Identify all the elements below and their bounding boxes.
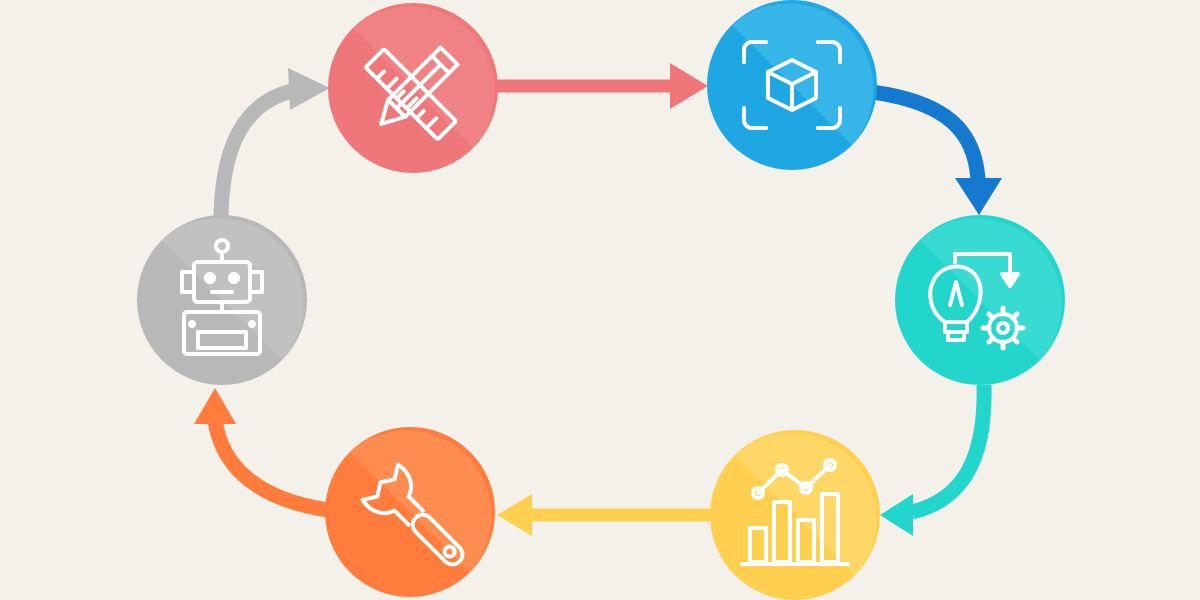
stage-automate (137, 215, 307, 385)
stage-maintain (325, 427, 495, 597)
arrow-analyze-to-maintain (497, 494, 712, 536)
robot-icon (180, 238, 264, 356)
bar-line-chart-icon (740, 458, 850, 566)
arrow-automate-to-design (213, 68, 330, 219)
pencil-ruler-icon (364, 45, 460, 141)
arrow-optimize-to-analyze (880, 384, 992, 536)
stage-analyze (710, 430, 880, 600)
arrow-design-to-model (490, 63, 708, 109)
lightbulb-gear-icon (928, 252, 1026, 351)
stage-model (707, 0, 877, 170)
3d-cube-scan-icon (742, 40, 842, 130)
arrow-model-to-optimize (870, 84, 1002, 215)
wrench-icon (360, 462, 465, 567)
arrow-maintain-to-automate (194, 388, 330, 518)
stage-optimize (895, 215, 1065, 385)
stage-design (328, 3, 498, 173)
